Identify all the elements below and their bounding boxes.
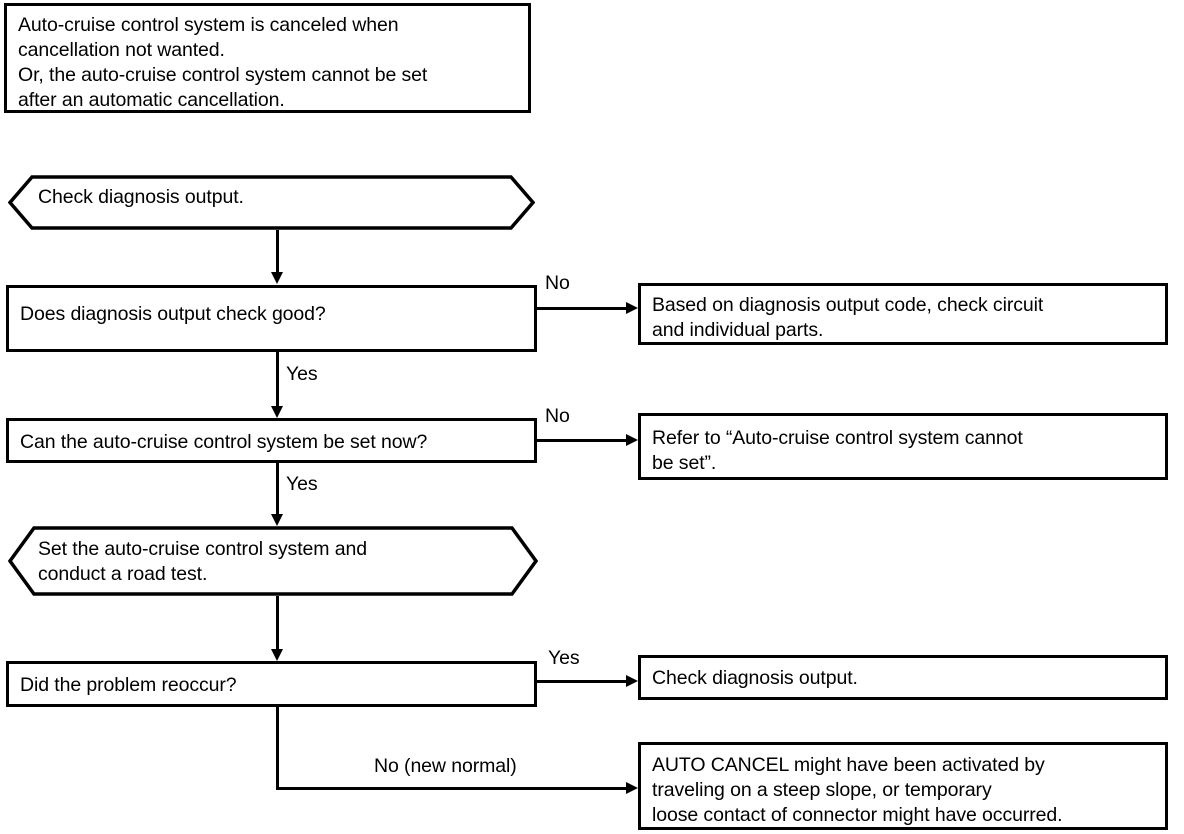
- connector-decision1-yes: [276, 352, 279, 407]
- decision-2-text: Can the auto-cruise control system be se…: [20, 431, 428, 453]
- start-hexagon-text: Check diagnosis output.: [38, 186, 244, 208]
- action-3-box: Check diagnosis output.: [638, 655, 1168, 700]
- arrow-decision1-yes: [271, 406, 283, 418]
- symptom-box: Auto-cruise control system is canceled w…: [4, 3, 531, 113]
- decision-1-box: Does diagnosis output check good?: [6, 285, 537, 352]
- action-1-box: Based on diagnosis output code, check ci…: [638, 283, 1168, 345]
- edge-label-decision1-no: No: [545, 272, 570, 294]
- decision-3-box: Did the problem reoccur?: [6, 661, 537, 707]
- edge-label-decision3-yes: Yes: [548, 647, 580, 669]
- edge-label-decision2-no: No: [545, 405, 570, 427]
- hexagon-shape: [8, 175, 535, 230]
- symptom-box-text: Auto-cruise control system is canceled w…: [18, 14, 428, 111]
- arrow-process-to-decision3: [271, 649, 283, 661]
- connector-decision1-no: [537, 307, 627, 310]
- arrow-decision2-yes: [271, 514, 283, 526]
- action-2-text: Refer to “Auto-cruise control system can…: [652, 427, 1023, 474]
- connector-decision3-yes: [537, 680, 627, 683]
- arrow-start-to-decision1: [271, 272, 283, 284]
- hexagon-shape-2: [8, 526, 538, 596]
- decision-2-box: Can the auto-cruise control system be se…: [6, 418, 537, 463]
- edge-label-decision1-yes: Yes: [286, 363, 318, 385]
- action-1-text: Based on diagnosis output code, check ci…: [652, 294, 1044, 341]
- action-4-box: AUTO CANCEL might have been activated by…: [638, 742, 1168, 830]
- connector-process-to-decision3: [276, 596, 279, 650]
- connector-decision3-no-vertical: [276, 707, 279, 790]
- action-2-box: Refer to “Auto-cruise control system can…: [638, 413, 1168, 480]
- connector-decision3-no-horizontal: [276, 787, 627, 790]
- process-hexagon-text: Set the auto-cruise control system and c…: [38, 538, 367, 585]
- action-3-text: Check diagnosis output.: [652, 667, 858, 689]
- connector-decision2-yes: [276, 463, 279, 515]
- process-hexagon: Set the auto-cruise control system and c…: [8, 526, 538, 596]
- start-hexagon: Check diagnosis output.: [8, 175, 535, 230]
- decision-3-text: Did the problem reoccur?: [20, 674, 237, 696]
- connector-start-to-decision1: [276, 230, 279, 273]
- decision-1-text: Does diagnosis output check good?: [20, 303, 326, 325]
- arrow-decision3-yes: [626, 675, 638, 687]
- arrow-decision3-no: [626, 782, 638, 794]
- arrow-decision2-no: [626, 434, 638, 446]
- connector-decision2-no: [537, 439, 627, 442]
- action-4-text: AUTO CANCEL might have been activated by…: [652, 754, 1063, 826]
- edge-label-decision3-no: No (new normal): [374, 755, 517, 777]
- edge-label-decision2-yes: Yes: [286, 473, 318, 495]
- arrow-decision1-no: [626, 302, 638, 314]
